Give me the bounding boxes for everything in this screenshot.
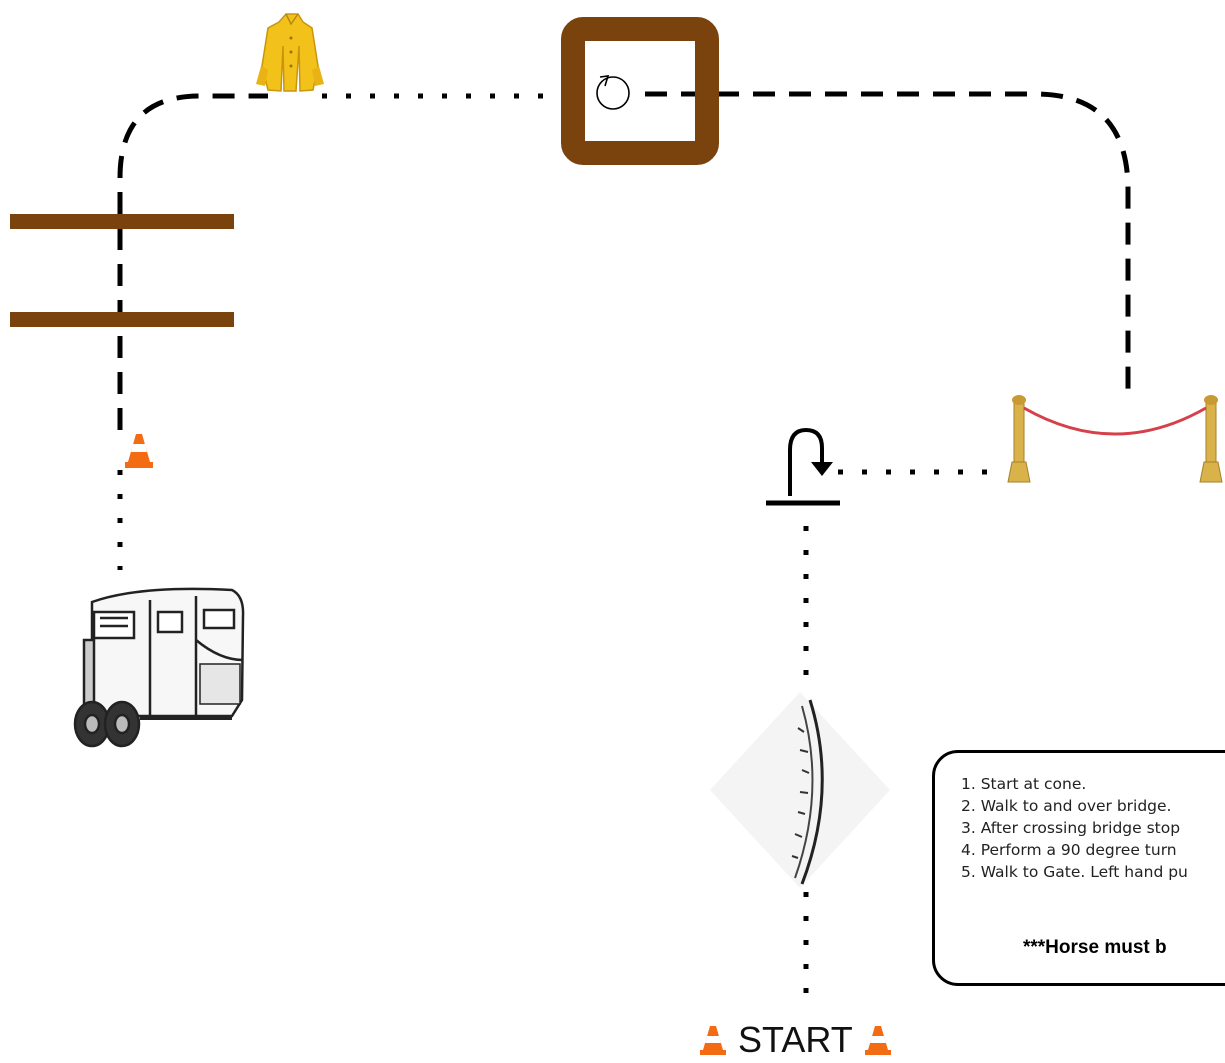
traffic-cone-icon bbox=[125, 434, 153, 468]
raincoat-icon bbox=[256, 14, 324, 91]
instruction-step: 3. After crossing bridge stop bbox=[961, 817, 1188, 839]
instructions-list: 1. Start at cone. 2. Walk to and over br… bbox=[961, 773, 1188, 883]
instructions-box: 1. Start at cone. 2. Walk to and over br… bbox=[932, 750, 1225, 986]
instruction-step: 2. Walk to and over bridge. bbox=[961, 795, 1188, 817]
rotate-box-icon bbox=[573, 29, 707, 153]
instruction-step: 1. Start at cone. bbox=[961, 773, 1188, 795]
instruction-step: 4. Perform a 90 degree turn bbox=[961, 839, 1188, 861]
traffic-cone-icon bbox=[700, 1024, 726, 1056]
start-marker: START bbox=[700, 1022, 891, 1058]
rope-gate-icon bbox=[1008, 395, 1222, 482]
instruction-step: 5. Walk to Gate. Left hand pu bbox=[961, 861, 1188, 883]
route-dashed-left bbox=[120, 96, 268, 430]
horse-trailer-icon bbox=[75, 589, 243, 746]
warning-note: ***Horse must b bbox=[1023, 937, 1167, 959]
backup-turn-icon bbox=[766, 430, 840, 503]
traffic-cone-icon bbox=[865, 1024, 891, 1056]
bridge-icon bbox=[710, 692, 890, 888]
start-label: START bbox=[738, 1022, 853, 1058]
